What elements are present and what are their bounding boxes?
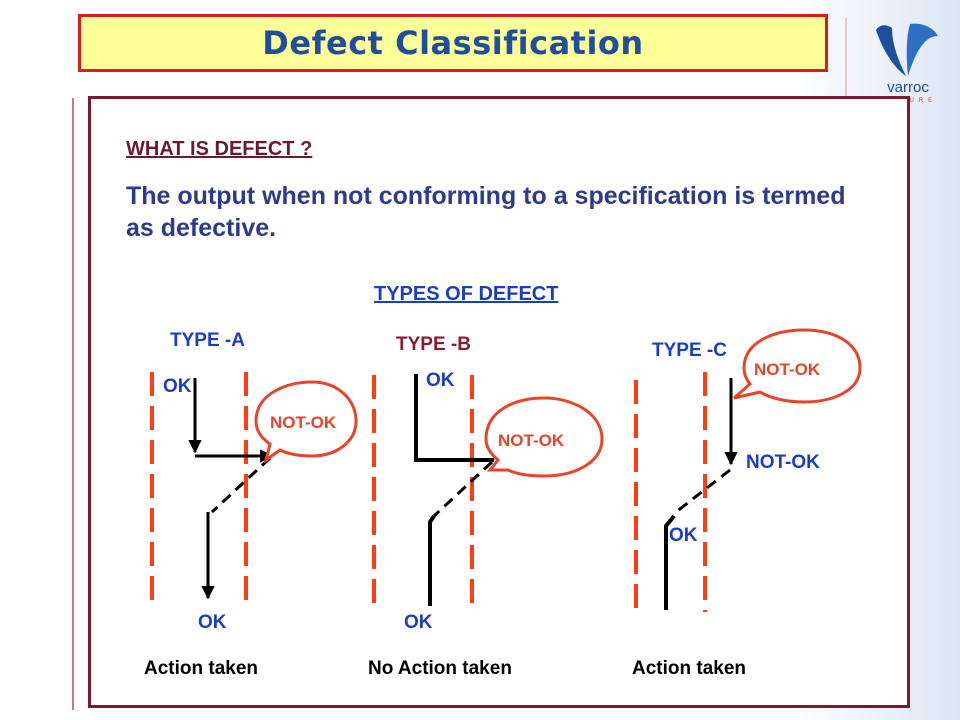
- type-c-label: TYPE -C: [652, 340, 727, 361]
- type-c-ok-label: OK: [669, 525, 698, 546]
- type-b-not-ok-bubble: [484, 396, 604, 478]
- type-a-ok-bottom-label: OK: [198, 612, 227, 633]
- type-a-dashed-return: [210, 456, 272, 514]
- type-a-not-ok-bubble: [254, 380, 358, 464]
- type-b-dashed-return: [432, 460, 494, 518]
- title-banner: Defect Classification: [78, 14, 828, 72]
- type-a-caption: Action taken: [144, 658, 258, 679]
- type-b-path-top: [414, 374, 494, 462]
- slide-title: Defect Classification: [262, 24, 644, 62]
- defect-definition: The output when not conforming to a spec…: [126, 182, 846, 242]
- type-c-diagram: TYPE -C NOT-OK NOT-OK OK Action taken: [632, 328, 862, 679]
- type-c-not-ok-label: NOT-OK: [746, 452, 820, 473]
- type-c-not-ok-bubble: [733, 328, 862, 404]
- type-c-caption: Action taken: [632, 658, 746, 679]
- type-b-ok-bottom-label: OK: [404, 612, 433, 633]
- type-b-not-ok-label: NOT-OK: [498, 431, 565, 450]
- type-b-label: TYPE -B: [396, 334, 471, 355]
- type-a-diagram: TYPE -A NOT-OK OK OK Action taken: [144, 330, 358, 679]
- content-frame: [88, 96, 910, 708]
- defect-question-heading: WHAT IS DEFECT ?: [126, 138, 313, 160]
- type-b-ok-top-label: OK: [426, 370, 455, 391]
- type-c-not-ok-bubble-label: NOT-OK: [754, 360, 821, 379]
- type-b-diagram: TYPE -B NOT-OK OK OK No Action taken: [368, 334, 604, 679]
- type-a-label: TYPE -A: [170, 330, 245, 351]
- type-b-path-bottom: [428, 514, 436, 606]
- types-heading: TYPES OF DEFECT: [374, 283, 558, 305]
- type-c-dashed-return: [675, 468, 731, 514]
- type-c-path-bottom: [664, 514, 676, 610]
- type-b-caption: No Action taken: [368, 658, 512, 679]
- type-a-ok-top-label: OK: [163, 376, 192, 397]
- type-a-not-ok-label: NOT-OK: [270, 413, 337, 432]
- left-rule: [72, 98, 74, 710]
- logo-brand-text: varroc: [887, 79, 929, 96]
